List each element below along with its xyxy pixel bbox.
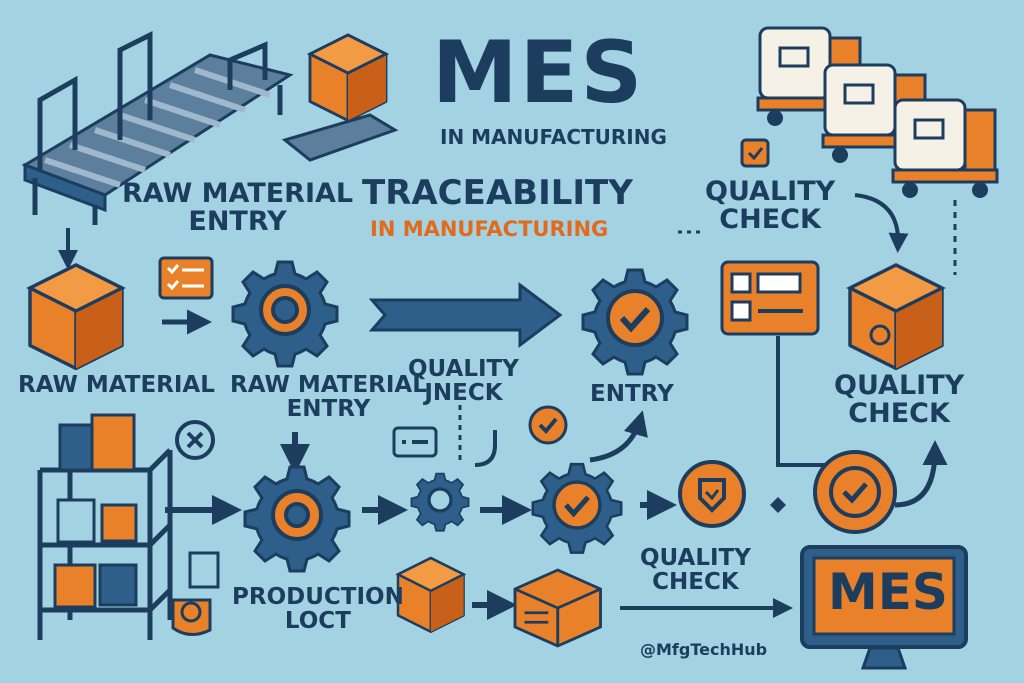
quality-box-icon: [848, 263, 944, 371]
handle-text: @MfgTechHub: [640, 640, 768, 659]
cross-icon: [175, 420, 215, 460]
diamond-icon: [770, 497, 786, 513]
label-quality-check-top: QUALITY CHECK: [705, 176, 836, 236]
raw-material-box-icon: [28, 263, 124, 371]
traceability-subtitle: IN MANUFACTURING: [370, 217, 609, 241]
check-gear-icon: [581, 268, 689, 376]
monitor-icon: [800, 545, 968, 670]
label-entry: ENTRY: [590, 381, 674, 407]
label-raw-material-entry-top: RAW MATERIAL ENTRY: [122, 178, 354, 238]
label-quality-check-bottom: QUALITY CHECK: [640, 545, 751, 596]
shield-badge-icon: [678, 460, 746, 528]
quality-checklist-panel: [720, 260, 820, 336]
carts-icon: [756, 26, 999, 198]
production-gear-icon: [243, 465, 351, 573]
box-icon: [308, 33, 388, 122]
box-icon-4: [513, 568, 602, 648]
main-subtitle: IN MANUFACTURING: [440, 125, 667, 149]
small-gear-icon: [410, 472, 470, 532]
traceability-title: TRACEABILITY: [362, 173, 633, 213]
big-arrow: [368, 282, 563, 348]
check-circle-icon: [528, 405, 568, 445]
monitor-text: MES: [828, 563, 948, 621]
box-icon-3: [396, 556, 465, 634]
label-quality-jneck: QUALITY JNECK: [408, 356, 519, 407]
checkbox-icon: [740, 138, 770, 168]
shelf-icon: [37, 413, 173, 640]
checklist-icon: [158, 256, 214, 300]
label-raw-material: RAW MATERIAL: [18, 372, 215, 398]
conveyor-icon: [21, 30, 294, 225]
label-raw-material-entry-mid: RAW MATERIAL ENTRY: [230, 372, 427, 423]
clipboard-icon: [171, 551, 220, 636]
check-gear-icon-2: [531, 462, 623, 554]
label-production-loct: PRODUCTION LOCT: [232, 584, 404, 635]
mini-conveyor-icon: [281, 113, 399, 162]
gear-icon: [231, 260, 339, 368]
label-quality-check-right: QUALITY CHECK: [834, 370, 965, 430]
main-title: MES: [432, 23, 645, 123]
check-badge-icon: [813, 450, 897, 534]
